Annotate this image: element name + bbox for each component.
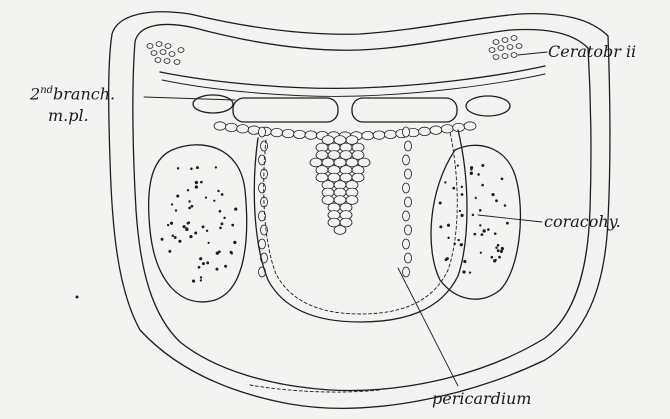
label-coracohy: coracohy.	[544, 214, 621, 230]
leader-ceratobr	[518, 52, 547, 55]
leader-branch	[144, 97, 235, 100]
stray-dot	[76, 296, 79, 299]
label-pericardium: pericardium	[432, 391, 531, 407]
left-ceratobranchial	[147, 42, 184, 65]
left-coracohyoid	[149, 145, 247, 302]
label-muscle-plate: m.pl.	[48, 108, 89, 124]
leader-coracohy	[478, 215, 542, 222]
dorsal-curve	[160, 66, 545, 88]
median-cell-column	[310, 136, 370, 235]
label-ceratobr: Ceratobr ii	[548, 44, 636, 60]
label-second-branch: 2ndbranch.	[30, 86, 115, 102]
branchial-bars	[193, 95, 510, 122]
leader-pericardium	[398, 268, 458, 386]
right-ceratobranchial	[489, 36, 522, 60]
dorsal-curve-lower	[162, 74, 545, 96]
outer-body-outline	[109, 12, 610, 408]
